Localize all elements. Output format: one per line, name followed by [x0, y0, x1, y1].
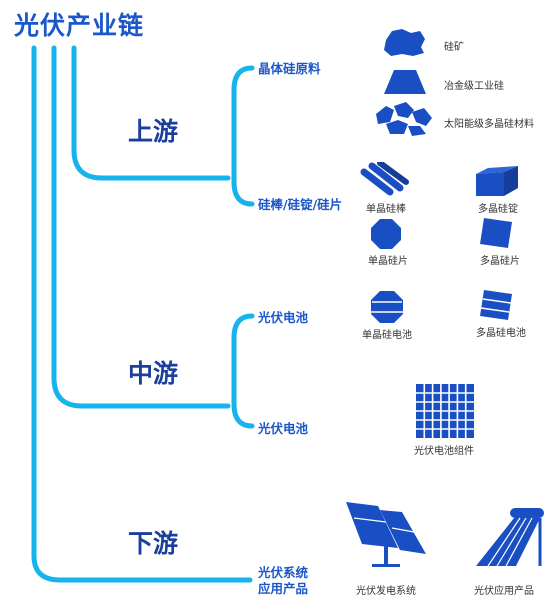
item-pv-module: 光伏电池组件 — [414, 446, 474, 457]
stage-upstream-label: 上游 — [128, 117, 179, 146]
item-poly-ingot: 多晶硅锭 — [478, 204, 518, 215]
item-pv-product: 光伏应用产品 — [474, 586, 534, 597]
item-poly-wafer: 多晶硅片 — [480, 256, 520, 267]
item-polysilicon-material: 太阳能级多晶硅材料 — [444, 119, 534, 130]
item-pv-system: 光伏发电系统 — [356, 586, 416, 597]
solar-water-heater-icon — [476, 508, 544, 567]
pv-module-icon — [416, 384, 474, 438]
item-silicon-ore: 硅矿 — [444, 42, 464, 53]
item-poly-cell: 多晶硅电池 — [476, 328, 526, 339]
silicon-ingot-icon — [476, 166, 518, 196]
category-pv-system-line1: 光伏系统 — [258, 565, 309, 580]
silicon-rod-icon — [360, 162, 409, 196]
item-mono-cell: 单晶硅电池 — [362, 330, 412, 341]
connector-upstream — [71, 45, 231, 181]
connector-downstream — [31, 45, 253, 583]
stage-midstream-label: 中游 — [128, 359, 179, 388]
mono-wafer-icon — [371, 219, 401, 249]
poly-cell-icon — [480, 290, 512, 320]
solar-panel-array-icon — [346, 502, 426, 567]
category-pv-system-line2: 应用产品 — [258, 581, 309, 596]
connector-midstream — [51, 45, 231, 409]
category-crystal-silicon-raw: 晶体硅原料 — [258, 61, 321, 76]
polysilicon-chunks-icon — [376, 102, 432, 136]
item-mono-wafer: 单晶硅片 — [368, 256, 408, 267]
category-pv-cell-module: 光伏电池 — [258, 421, 309, 436]
poly-wafer-icon — [480, 218, 512, 248]
silicon-block-icon — [384, 70, 426, 94]
bracket-midstream — [231, 313, 255, 429]
item-metallurgical-silicon: 冶金级工业硅 — [444, 81, 504, 92]
page-title: 光伏产业链 — [14, 11, 145, 40]
bracket-upstream — [231, 65, 255, 207]
ore-rock-icon — [384, 29, 425, 56]
category-rod-ingot-wafer: 硅棒/硅锭/硅片 — [258, 197, 343, 212]
category-pv-cell: 光伏电池 — [258, 310, 309, 325]
mono-cell-icon — [371, 291, 403, 323]
item-mono-rod: 单晶硅棒 — [366, 204, 406, 215]
stage-downstream-label: 下游 — [128, 529, 179, 558]
